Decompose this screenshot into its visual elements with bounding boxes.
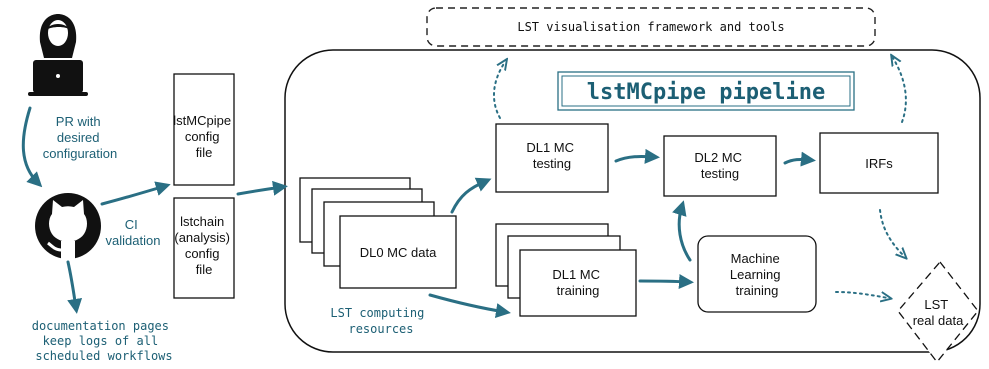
real-data-diamond [897, 260, 979, 364]
arrow-github-to-docs [66, 260, 83, 314]
arrow-dl2-to-irfs [783, 151, 816, 167]
lstmcpipe-config-label: lstMCpipe config file [173, 113, 234, 160]
dotted-arrow-to-vis-left [493, 62, 505, 119]
arrow-ml-to-dl2 [672, 200, 692, 262]
dl0-label: DL0 MC data [360, 245, 437, 260]
arrow-dl0-to-dl1-training [428, 293, 511, 318]
ml-training-label: Machine Learning training [730, 251, 784, 298]
dotted-arrow-to-vis-right [893, 58, 907, 123]
pipeline-container [284, 49, 981, 353]
dl2-testing-box [663, 135, 777, 197]
arrow-github-to-lstmcpipe-config [100, 181, 171, 206]
pr-label: PR with desired configuration [43, 114, 117, 161]
dl1-training-stack [495, 223, 637, 317]
dl1-training-label: DL1 MC training [552, 267, 603, 298]
arrow-dl1-testing-to-dl2 [614, 148, 660, 164]
user-laptop-icon [28, 14, 88, 96]
dl1-testing-label: DL1 MC testing [526, 140, 577, 171]
arrow-dl0-to-dl1-testing [450, 177, 492, 214]
ci-label: CI validation [106, 217, 161, 248]
lstmcpipe-config-box [173, 73, 235, 186]
dotted-arrow-ml-to-real [835, 291, 888, 298]
dl1-testing-box [495, 123, 609, 193]
computing-label: LST computing resources [330, 306, 431, 336]
arrow-user-to-github [21, 106, 43, 188]
dl2-testing-label: DL2 MC testing [694, 150, 745, 181]
ml-training-box [697, 235, 817, 313]
vis-framework-box [426, 7, 876, 47]
irfs-label: IRFs [865, 156, 893, 171]
vis-framework-label: LST visualisation framework and tools [517, 20, 784, 34]
pipeline-title: lstMCpipe pipeline [587, 80, 825, 105]
pipeline-title-box [557, 71, 855, 111]
arrow-dl1-training-to-ml [638, 274, 694, 289]
real-data-label: LST real data [913, 297, 964, 328]
github-icon [35, 193, 101, 259]
dl0-stack [299, 177, 457, 289]
arrow-config-to-dl0 [236, 180, 288, 196]
irfs-box [819, 132, 939, 194]
lstchain-config-label: lstchain (analysis) config file [174, 214, 233, 277]
dotted-arrow-irfs-to-real [879, 209, 904, 256]
docs-label: documentation pages keep logs of all sch… [32, 319, 177, 363]
lstchain-config-box [173, 197, 235, 299]
